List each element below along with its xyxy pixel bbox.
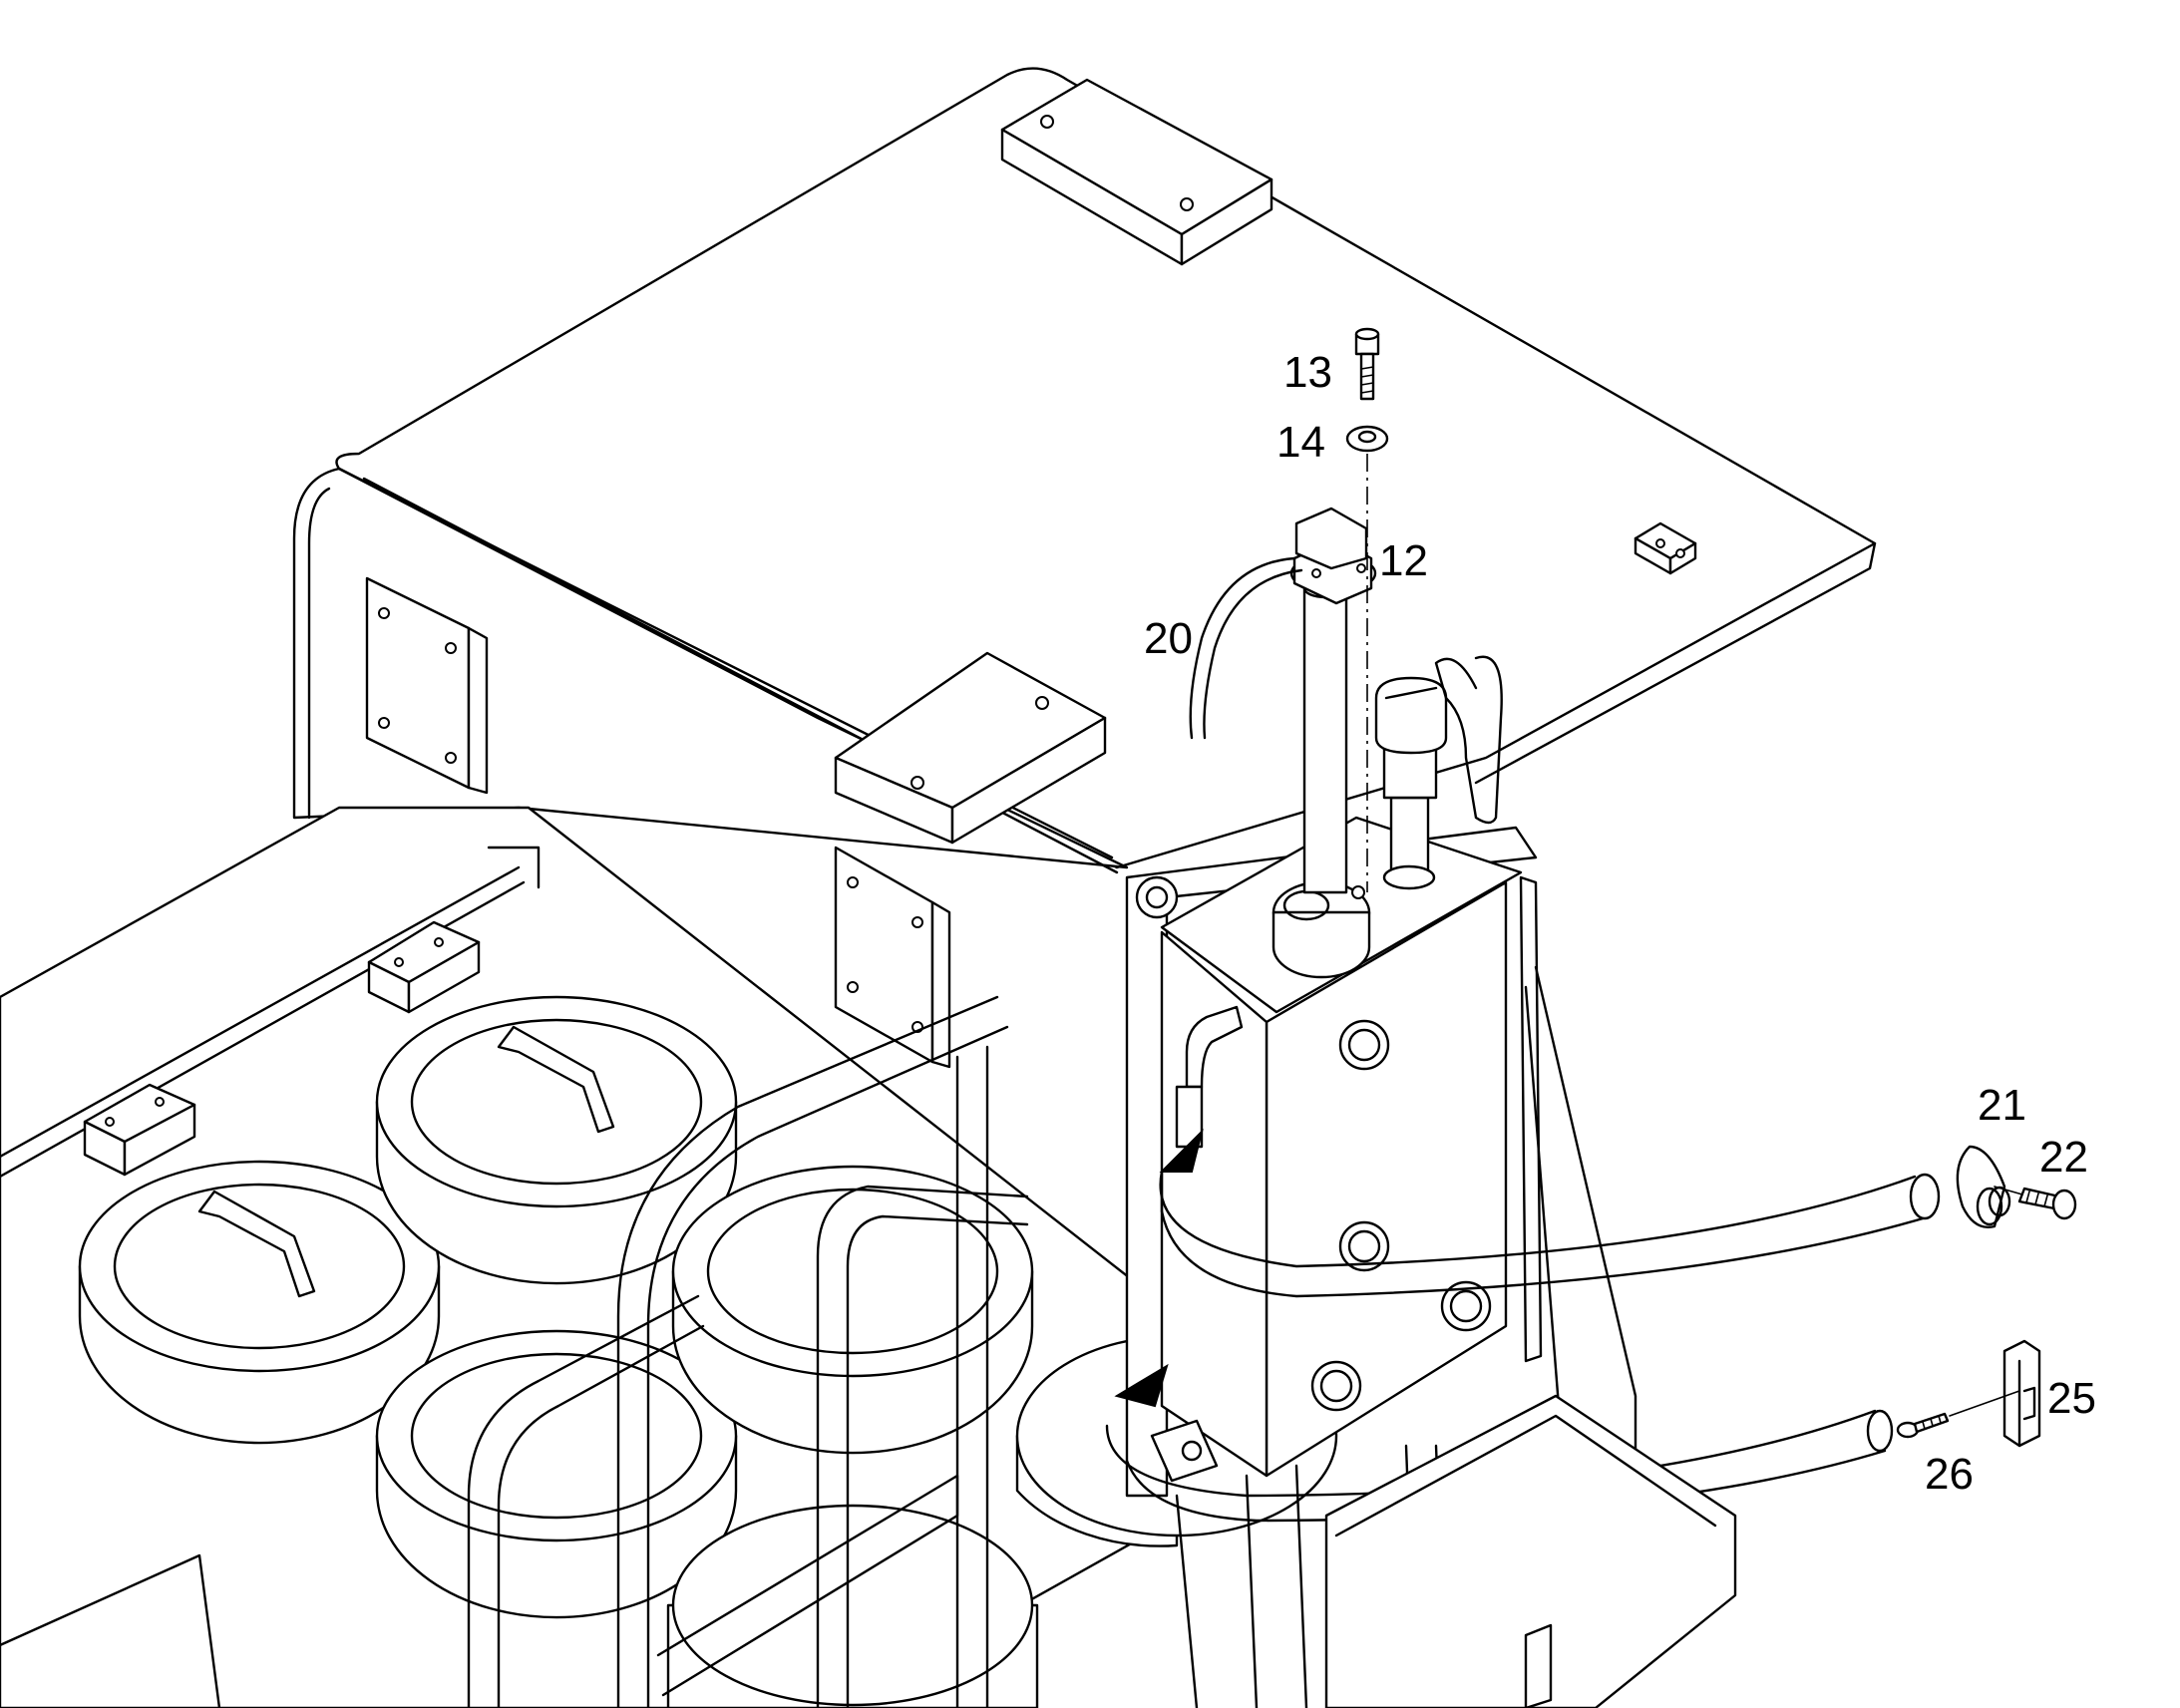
filler-breather-cap: [1374, 655, 1503, 890]
top-mount-block: [1000, 78, 1273, 266]
callout-26: 26: [1925, 1450, 1974, 1499]
drum-2: [375, 995, 738, 1285]
assembly-centerline-21: [1994, 1186, 2023, 1196]
side-tab-block: [1634, 521, 1697, 575]
hose-upper: [1159, 1170, 1941, 1298]
side-support-rod: [1519, 875, 1637, 1498]
bracket-25: [2002, 1339, 2041, 1448]
mounting-plate: [1125, 826, 1538, 1498]
level-sensor-head: [1289, 507, 1377, 605]
flow-arrow-lower: [1114, 1363, 1169, 1408]
clip-21: [1956, 1145, 2011, 1228]
tray-small-block-2: [83, 1083, 196, 1177]
sensor-cable: [1189, 556, 1303, 740]
screw-22: [2017, 1187, 2077, 1220]
callout-14: 14: [1276, 418, 1325, 467]
assembly-centerline-25: [1949, 1390, 2020, 1417]
tubular-frame: [467, 995, 1029, 1708]
hose-clamp-lower: [1150, 1419, 1219, 1483]
center-mount-block: [834, 651, 1107, 845]
hose-fitting: [1175, 1005, 1244, 1149]
callout-20: 20: [1144, 614, 1193, 663]
tray-small-block-1: [367, 920, 481, 1014]
callout-12: 12: [1379, 536, 1428, 585]
level-gauge-tube: [1302, 577, 1348, 894]
left-square-pad: [365, 576, 489, 795]
callout-22: 22: [2039, 1133, 2088, 1182]
drum-4: [671, 1165, 1034, 1455]
drum-6: [666, 1504, 1039, 1708]
cap-screw-13: [1354, 327, 1380, 401]
center-square-pad: [834, 846, 951, 1069]
callout-21: 21: [1978, 1081, 2026, 1130]
drum-1: [78, 1160, 441, 1445]
callout-13: 13: [1283, 348, 1332, 397]
washer-14: [1345, 425, 1389, 453]
callout-25: 25: [2047, 1374, 2096, 1423]
flow-arrow-upper: [1159, 1128, 1204, 1173]
reservoir-block: [1160, 816, 1523, 1478]
screw-26: [1896, 1412, 1950, 1439]
base-frame: [1175, 1394, 1737, 1708]
